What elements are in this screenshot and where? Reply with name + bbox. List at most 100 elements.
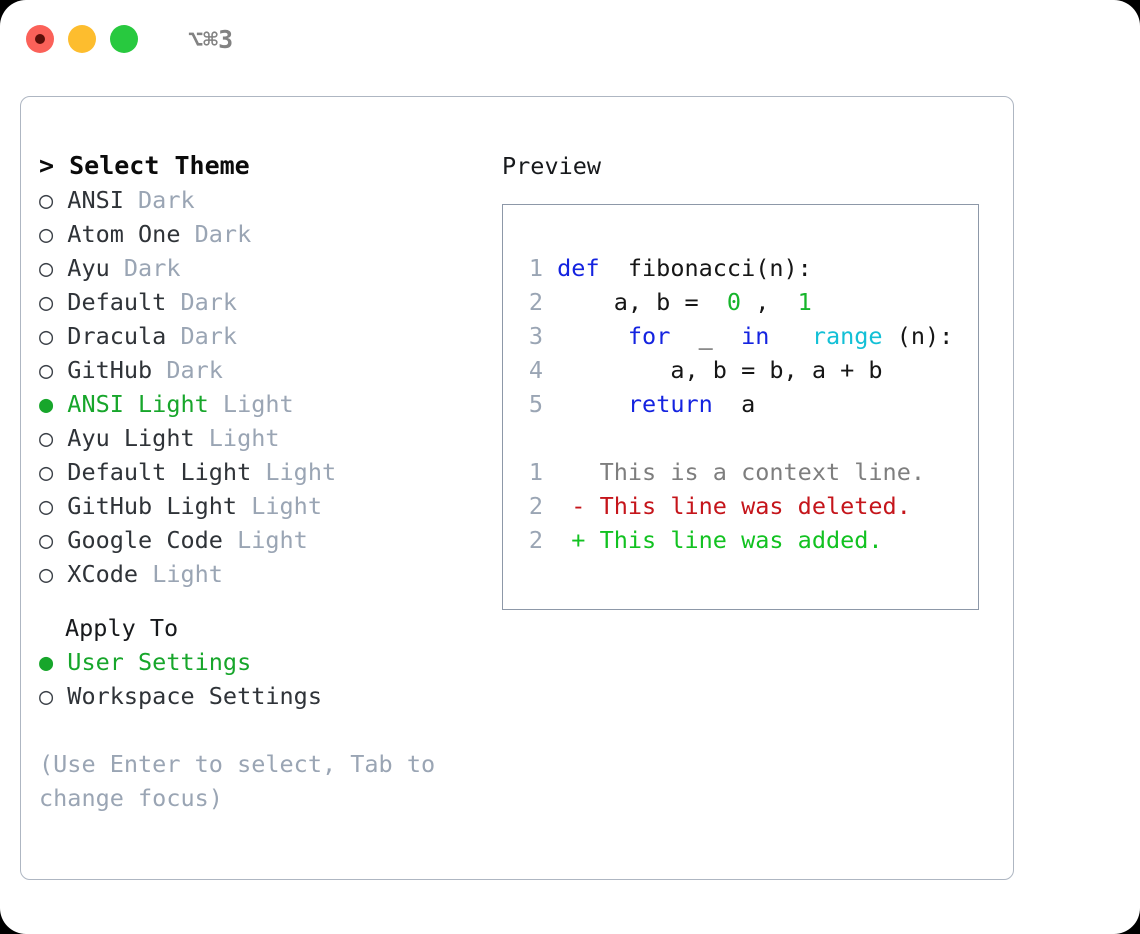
theme-kind: Dark	[180, 220, 252, 248]
code-token: 1	[783, 288, 812, 316]
radio-selected-icon: ●	[39, 390, 68, 418]
theme-list-item[interactable]: ● ANSI Light Light	[39, 387, 489, 421]
code-token: _	[670, 322, 727, 350]
code-diff-separator	[513, 421, 973, 455]
theme-kind: Dark	[166, 322, 238, 350]
theme-name: Default Light	[67, 458, 252, 486]
line-number: 1	[528, 458, 543, 486]
diff-line-text: - This line was deleted.	[543, 492, 911, 520]
code-token: a, b = b, a + b	[543, 356, 883, 384]
theme-list-item[interactable]: ○ GitHub Dark	[39, 353, 489, 387]
radio-unselected-icon: ○	[39, 526, 68, 554]
line-number: 3	[528, 322, 543, 350]
radio-unselected-icon: ○	[39, 492, 68, 520]
preview-column: Preview 1 def fibonacci(n):2 a, b = 0 , …	[502, 149, 1002, 610]
theme-name: GitHub	[67, 356, 153, 384]
close-button[interactable]	[26, 25, 54, 53]
line-number: 1	[528, 254, 543, 282]
diff-line: 1 This is a context line.	[513, 455, 973, 489]
theme-list-item[interactable]: ○ ANSI Dark	[39, 183, 489, 217]
minimize-button[interactable]	[68, 25, 96, 53]
theme-kind: Light	[222, 526, 308, 554]
radio-unselected-icon: ○	[39, 186, 68, 214]
apply-to-label: Apply To	[65, 614, 179, 642]
theme-kind: Dark	[123, 186, 195, 214]
theme-kind: Light	[194, 424, 280, 452]
radio-unselected-icon: ○	[39, 424, 68, 452]
theme-name: Ayu Light	[67, 424, 195, 452]
code-token: a, b =	[543, 288, 713, 316]
radio-unselected-icon: ○	[39, 288, 68, 316]
theme-list-item[interactable]: ○ XCode Light	[39, 557, 489, 591]
diff-line: 2 - This line was deleted.	[513, 489, 973, 523]
theme-picker-column: > Select Theme ○ ANSI Dark○ Atom One Dar…	[39, 149, 489, 815]
theme-kind: Dark	[152, 356, 223, 384]
keyboard-hint-text: (Use Enter to select, Tab to change focu…	[39, 750, 436, 812]
code-token	[543, 390, 614, 418]
radio-unselected-icon: ○	[39, 560, 68, 588]
theme-list-item[interactable]: ○ GitHub Light Light	[39, 489, 489, 523]
code-token: range	[797, 322, 883, 350]
theme-kind: Dark	[166, 288, 238, 316]
radio-selected-icon: ●	[39, 648, 68, 676]
theme-list-item[interactable]: ○ Atom One Dark	[39, 217, 489, 251]
code-token: for	[613, 322, 671, 350]
title-bar: ⌥⌘3	[0, 0, 1140, 78]
theme-kind: Light	[208, 390, 294, 418]
theme-name: XCode	[67, 560, 139, 588]
keyboard-shortcut-label: ⌥⌘3	[188, 24, 234, 54]
theme-kind: Light	[251, 458, 337, 486]
theme-name: Default	[67, 288, 167, 316]
code-line: 1 def fibonacci(n):	[513, 251, 973, 285]
apply-to-option[interactable]: ● User Settings	[39, 645, 489, 679]
theme-list-item[interactable]: ○ Dracula Dark	[39, 319, 489, 353]
theme-name: ANSI Light	[67, 390, 209, 418]
code-line: 3 for _ in range (n):	[513, 319, 973, 353]
code-line: 4 a, b = b, a + b	[513, 353, 973, 387]
theme-name: ANSI	[67, 186, 124, 214]
line-number: 2	[528, 526, 543, 554]
theme-name: Ayu	[67, 254, 110, 282]
code-token: return	[613, 390, 713, 418]
radio-unselected-icon: ○	[39, 254, 68, 282]
code-token: ,	[741, 288, 784, 316]
page-title: > Select Theme	[39, 151, 250, 180]
theme-kind: Light	[237, 492, 322, 520]
code-token: a	[712, 390, 756, 418]
radio-unselected-icon: ○	[39, 682, 68, 710]
code-token: in	[726, 322, 770, 350]
line-number: 5	[528, 390, 543, 418]
theme-name: GitHub Light	[67, 492, 238, 520]
code-token: (n):	[882, 322, 954, 350]
theme-name: Atom One	[67, 220, 181, 248]
code-token	[769, 322, 797, 350]
line-number: 2	[528, 288, 543, 316]
diff-line-text: This is a context line.	[543, 458, 926, 486]
apply-to-option-label: User Settings	[67, 648, 252, 676]
apply-to-list[interactable]: ● User Settings○ Workspace Settings	[39, 645, 489, 713]
theme-list-item[interactable]: ○ Default Light Light	[39, 455, 489, 489]
radio-unselected-icon: ○	[39, 220, 68, 248]
main-panel: > Select Theme ○ ANSI Dark○ Atom One Dar…	[20, 96, 1014, 880]
theme-name: Google Code	[67, 526, 223, 554]
line-number: 2	[528, 492, 543, 520]
theme-list-item[interactable]: ○ Ayu Light Light	[39, 421, 489, 455]
theme-kind: Dark	[109, 254, 181, 282]
theme-name: Dracula	[67, 322, 167, 350]
apply-to-option-label: Workspace Settings	[67, 682, 322, 710]
theme-list-item[interactable]: ○ Google Code Light	[39, 523, 489, 557]
code-line: 2 a, b = 0 , 1	[513, 285, 973, 319]
theme-list-item[interactable]: ○ Ayu Dark	[39, 251, 489, 285]
maximize-button[interactable]	[110, 25, 138, 53]
line-number: 4	[528, 356, 543, 384]
radio-unselected-icon: ○	[39, 458, 68, 486]
apply-to-option[interactable]: ○ Workspace Settings	[39, 679, 489, 713]
code-line: 5 return a	[513, 387, 973, 421]
theme-list[interactable]: ○ ANSI Dark○ Atom One Dark○ Ayu Dark○ De…	[39, 183, 489, 591]
theme-list-item[interactable]: ○ Default Dark	[39, 285, 489, 319]
diff-line: 2 + This line was added.	[513, 523, 973, 557]
code-token: fibonacci(n):	[599, 254, 812, 282]
